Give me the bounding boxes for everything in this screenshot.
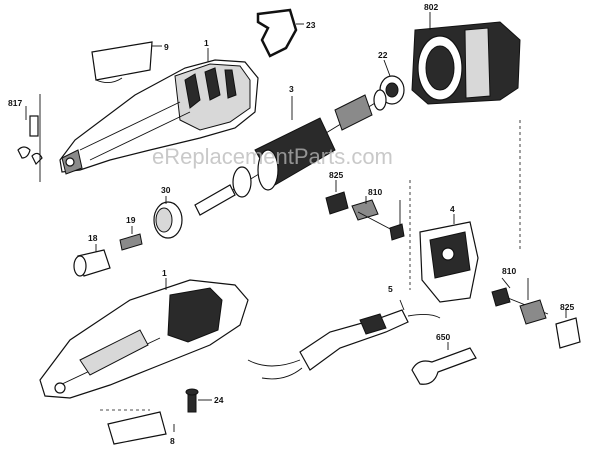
part-field-802 <box>411 21 521 105</box>
part-label-sheet-8 <box>107 411 167 445</box>
callout-8: 8 <box>170 436 175 446</box>
callout-3: 3 <box>289 84 294 94</box>
callout-24: 24 <box>214 395 224 405</box>
callout-650: 650 <box>436 332 450 342</box>
callout-1-top: 1 <box>204 38 209 48</box>
callout-4: 4 <box>450 204 455 214</box>
callout-817: 817 <box>8 98 22 108</box>
callout-22: 22 <box>378 50 388 60</box>
callout-23: 23 <box>306 20 316 30</box>
callout-19: 19 <box>126 215 136 225</box>
callout-810-right: 810 <box>502 266 516 276</box>
leader-lines <box>25 12 567 432</box>
part-label-sheet-9 <box>91 41 153 83</box>
watermark: eReplacementParts.com <box>152 144 393 169</box>
part-guard-23 <box>256 8 298 58</box>
part-cord-5 <box>247 309 441 380</box>
part-housing-top-1 <box>59 59 259 175</box>
callout-18: 18 <box>88 233 98 243</box>
part-housing-bottom-1 <box>39 279 249 399</box>
part-brush-left-825-810 <box>325 191 405 241</box>
part-switch-4 <box>419 221 479 303</box>
callout-30: 30 <box>161 185 171 195</box>
part-screw-24 <box>185 388 199 413</box>
callout-9: 9 <box>164 42 169 52</box>
callout-825-left: 825 <box>329 170 343 180</box>
callout-810-left: 810 <box>368 187 382 197</box>
callout-1-bottom: 1 <box>162 268 167 278</box>
part-fan-30 <box>153 201 183 239</box>
part-armature-3 <box>194 89 387 216</box>
callout-825-right: 825 <box>560 302 574 312</box>
callout-802: 802 <box>424 2 438 12</box>
part-brush-right-810-825 <box>491 287 581 349</box>
part-collet-817 <box>17 115 43 166</box>
part-collet-nut-18 <box>73 249 111 277</box>
part-wrench-650 <box>411 347 477 385</box>
part-lock-19 <box>119 233 143 251</box>
callout-5: 5 <box>388 284 393 294</box>
